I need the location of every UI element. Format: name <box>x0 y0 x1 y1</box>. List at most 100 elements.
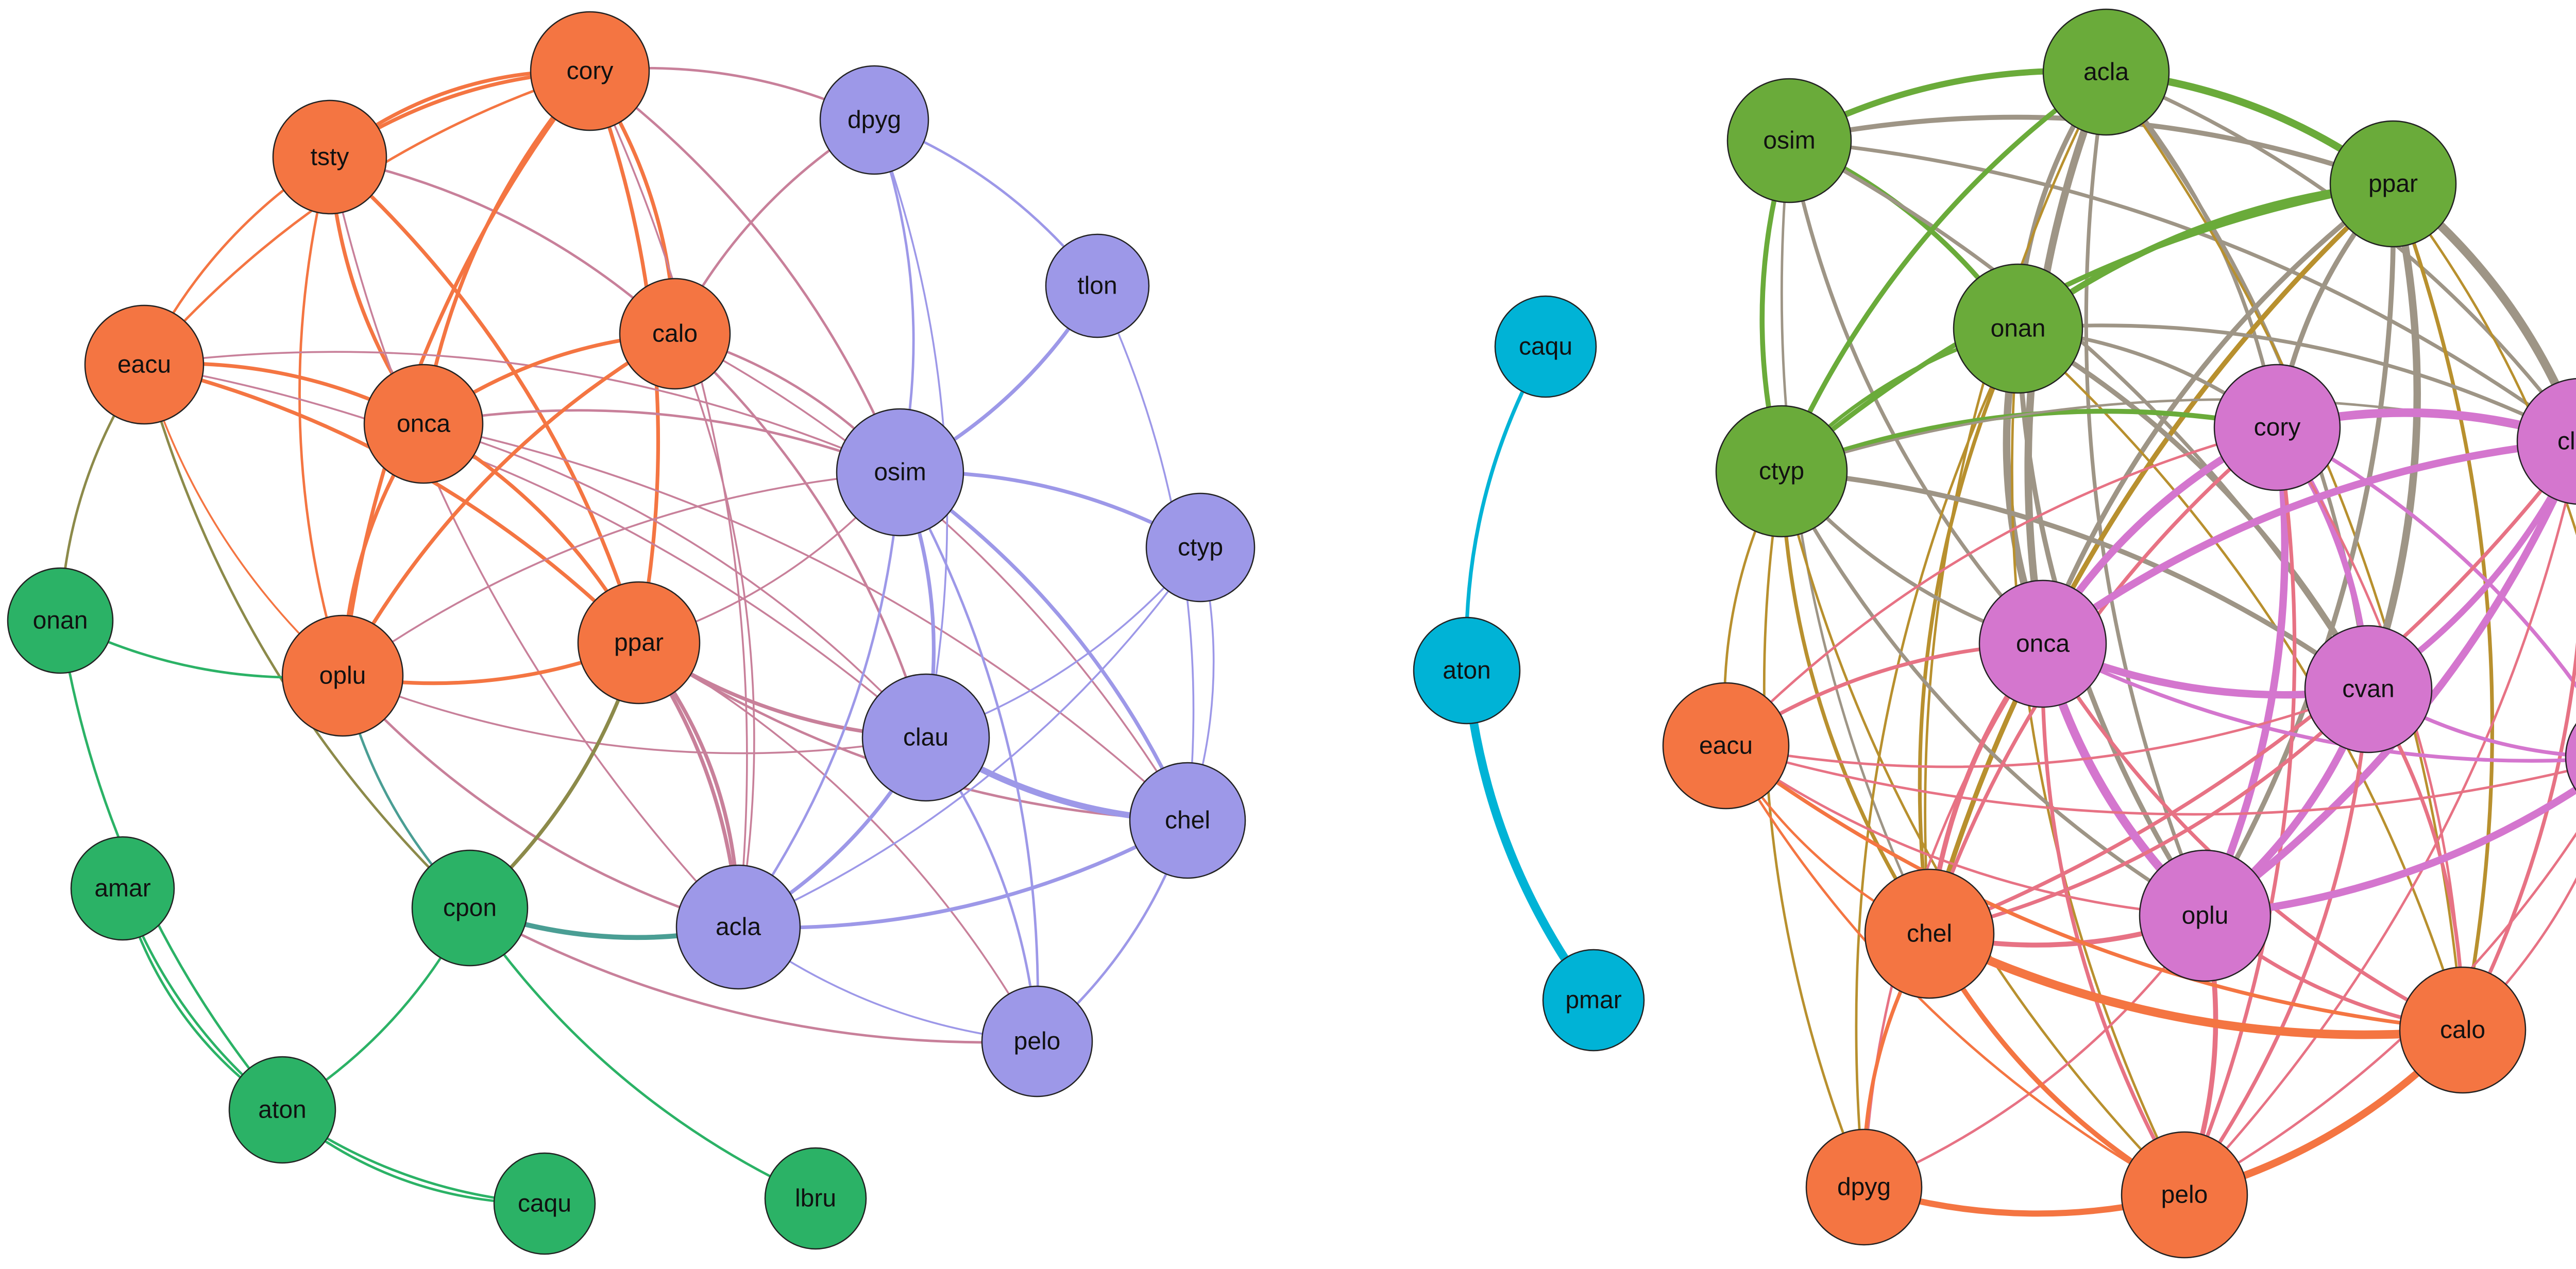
node-cory[interactable]: cory <box>530 11 650 131</box>
node-r_eacu[interactable]: eacu <box>1662 682 1790 810</box>
node-circle[interactable] <box>363 364 484 484</box>
edge-r_onan-r_calo <box>2016 327 2464 1032</box>
node-r_cory[interactable]: cory <box>2213 364 2341 491</box>
edge-tsty-ppar <box>328 155 641 645</box>
node-pelo[interactable]: pelo <box>981 985 1093 1097</box>
edge-r_ctyp-r_oplu <box>1780 469 2207 918</box>
node-label: cvan <box>2342 676 2394 703</box>
node-label: ctyp <box>1759 458 1804 485</box>
node-circle[interactable] <box>1978 579 2107 708</box>
node-r_chel[interactable]: chel <box>1864 868 1995 999</box>
node-circle[interactable] <box>1045 233 1150 338</box>
node-calo[interactable]: calo <box>619 278 731 390</box>
node-circle[interactable] <box>1494 295 1597 398</box>
edge-eacu-cpon <box>143 363 471 910</box>
node-circle[interactable] <box>2329 120 2457 248</box>
node-circle[interactable] <box>619 278 731 390</box>
node-m_pmar[interactable]: pmar <box>1542 949 1645 1052</box>
node-circle[interactable] <box>1953 263 2083 394</box>
node-label: onan <box>33 607 88 634</box>
node-r_clau[interactable]: clau <box>2516 378 2576 505</box>
node-label: tsty <box>311 144 349 171</box>
node-circle[interactable] <box>1726 78 1852 203</box>
node-lbru[interactable]: lbru <box>764 1147 867 1250</box>
node-circle[interactable] <box>577 581 701 705</box>
node-r_ppar[interactable]: ppar <box>2329 120 2457 248</box>
edge-calo-acla <box>674 333 755 928</box>
node-circle[interactable] <box>84 304 205 425</box>
node-onca[interactable]: onca <box>363 364 484 484</box>
node-m_caqu[interactable]: caqu <box>1494 295 1597 398</box>
node-circle[interactable] <box>272 99 387 215</box>
node-amar[interactable]: amar <box>70 836 175 941</box>
node-circle[interactable] <box>228 1056 336 1164</box>
node-chel[interactable]: chel <box>1129 762 1246 879</box>
node-r_osim[interactable]: osim <box>1726 78 1852 203</box>
node-tsty[interactable]: tsty <box>272 99 387 215</box>
node-ppar[interactable]: ppar <box>577 581 701 705</box>
node-circle[interactable] <box>2213 364 2341 491</box>
node-r_oplu[interactable]: oplu <box>2139 849 2272 982</box>
node-circle[interactable] <box>981 985 1093 1097</box>
node-ctyp[interactable]: ctyp <box>1145 492 1256 603</box>
node-circle[interactable] <box>1662 682 1790 810</box>
node-circle[interactable] <box>1805 1128 1923 1246</box>
node-osim[interactable]: osim <box>836 408 964 537</box>
node-circle[interactable] <box>281 614 404 737</box>
node-cpon[interactable]: cpon <box>411 849 529 967</box>
node-acla[interactable]: acla <box>675 864 801 990</box>
node-circle[interactable] <box>2121 1131 2248 1259</box>
edge-tsty-oplu <box>298 156 344 677</box>
edge-osim-acla <box>737 471 902 929</box>
node-circle[interactable] <box>1542 949 1645 1052</box>
node-r_ctyp[interactable]: ctyp <box>1715 405 1848 538</box>
node-dpyg[interactable]: dpyg <box>819 65 929 175</box>
node-circle[interactable] <box>1129 762 1246 879</box>
node-r_onca[interactable]: onca <box>1978 579 2107 708</box>
node-circle[interactable] <box>2565 699 2576 815</box>
edge-r_onca-r_pelo <box>2040 642 2187 1197</box>
node-circle[interactable] <box>1715 405 1848 538</box>
node-label: ppar <box>2368 170 2418 198</box>
node-eacu[interactable]: eacu <box>84 304 205 425</box>
node-aton[interactable]: aton <box>228 1056 336 1164</box>
node-circle[interactable] <box>2304 625 2433 753</box>
node-circle[interactable] <box>675 864 801 990</box>
node-circle[interactable] <box>1864 868 1995 999</box>
node-r_acla[interactable]: acla <box>2042 8 2170 136</box>
node-label: chel <box>1907 920 1952 948</box>
node-circle[interactable] <box>1413 616 1521 725</box>
edge-cpon-pelo <box>468 906 1039 1044</box>
node-circle[interactable] <box>836 408 964 537</box>
node-r_onan[interactable]: onan <box>1953 263 2083 394</box>
node-circle[interactable] <box>2139 849 2272 982</box>
node-circle[interactable] <box>530 11 650 131</box>
node-circle[interactable] <box>1145 492 1256 603</box>
node-r_pelo[interactable]: pelo <box>2121 1131 2248 1259</box>
node-circle[interactable] <box>861 673 990 802</box>
node-circle[interactable] <box>2399 966 2527 1094</box>
node-circle[interactable] <box>7 567 114 674</box>
node-r_cvan[interactable]: cvan <box>2304 625 2433 753</box>
node-circle[interactable] <box>819 65 929 175</box>
node-clau[interactable]: clau <box>861 673 990 802</box>
node-r_tsty[interactable]: tsty <box>2565 699 2576 815</box>
node-circle[interactable] <box>493 1152 596 1255</box>
node-caqu[interactable]: caqu <box>493 1152 596 1255</box>
node-onan[interactable]: onan <box>7 567 114 674</box>
node-circle[interactable] <box>764 1147 867 1250</box>
node-m_aton[interactable]: aton <box>1413 616 1521 725</box>
node-label: eacu <box>1699 732 1753 760</box>
node-circle[interactable] <box>70 836 175 941</box>
node-tlon[interactable]: tlon <box>1045 233 1150 338</box>
node-circle[interactable] <box>2042 8 2170 136</box>
edge-r_osim-r_chel <box>1780 139 1931 935</box>
node-r_dpyg[interactable]: dpyg <box>1805 1128 1923 1246</box>
node-circle[interactable] <box>411 849 529 967</box>
edge-r_osim-r_onca <box>1787 139 2045 646</box>
node-label: pelo <box>2161 1181 2208 1209</box>
node-r_calo[interactable]: calo <box>2399 966 2527 1094</box>
node-oplu[interactable]: oplu <box>281 614 404 737</box>
node-circle[interactable] <box>2516 378 2576 505</box>
